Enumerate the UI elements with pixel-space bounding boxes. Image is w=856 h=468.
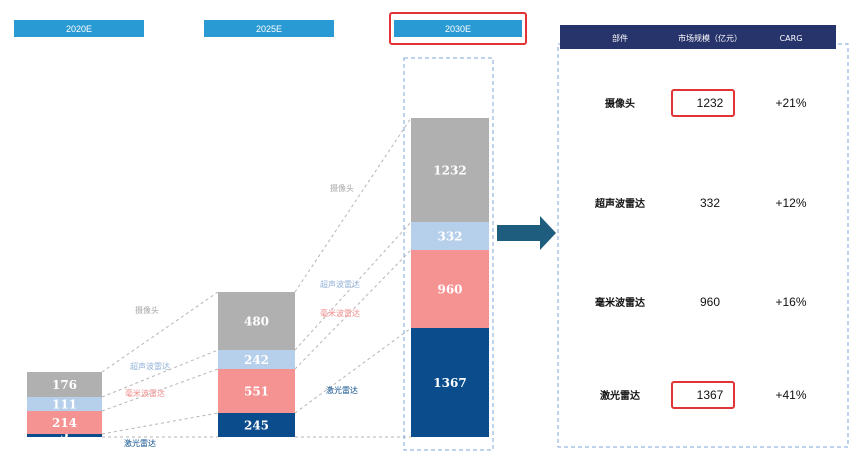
stacked-bars: 521411117624555124248013679603321232 [27, 57, 494, 451]
connector-line [101, 368, 219, 412]
bar-segment-2025E-3 [218, 292, 295, 350]
bar-value-label: 176 [52, 378, 77, 392]
connector-line [294, 249, 412, 370]
bar-value-label: 480 [244, 315, 269, 329]
table-header-cell: 市场规模（亿元） [678, 33, 742, 43]
highlight-box-2030 [389, 12, 527, 45]
component-label: 超声波雷达 [320, 279, 360, 289]
connector-line [294, 327, 412, 414]
connector-line [101, 412, 219, 435]
year-label: 2030E [445, 24, 471, 34]
table-cagr-cell: +16% [775, 295, 806, 309]
bar-value-label: 111 [52, 398, 77, 412]
bar-segment-2025E-1 [218, 369, 295, 413]
bar-value-label: 245 [244, 419, 269, 433]
component-label: 超声波雷达 [130, 361, 170, 371]
component-label: 激光雷达 [326, 385, 358, 395]
year-header-2030E [394, 20, 522, 37]
bar-value-label: 332 [437, 230, 462, 244]
bar-segment-2025E-0 [218, 413, 295, 437]
table-highlight-box [671, 89, 735, 117]
year-label: 2025E [256, 24, 282, 34]
market-size-table: 部件 市场规模（亿元） CARG 摄像头 1232 +21% 超声波雷达 332 +12% 毫米波… [557, 25, 849, 448]
bar-segment-2020E-1 [27, 411, 102, 434]
component-label: 毫米波雷达 [320, 308, 360, 318]
table-size-cell: 332 [700, 196, 720, 210]
table-size-cell: 1367 [697, 388, 724, 402]
table-header-cell: 部件 [612, 33, 628, 43]
connector-lines [101, 117, 412, 438]
year-label: 2020E [66, 24, 92, 34]
bar-segment-2020E-3 [27, 372, 102, 397]
connector-line [294, 221, 412, 351]
component-label: 摄像头 [330, 183, 354, 193]
year-header-2020E [14, 20, 144, 37]
bar-segment-2030E-2 [411, 222, 489, 250]
table-size-cell: 960 [700, 295, 720, 309]
component-label: 毫米波雷达 [125, 388, 165, 398]
bar-value-label: 551 [244, 385, 269, 399]
connector-line [294, 117, 412, 293]
table-size-cell: 1232 [697, 96, 724, 110]
bar-segment-2025E-2 [218, 350, 295, 369]
table-cagr-cell: +21% [775, 96, 806, 110]
bar-value-label: 242 [244, 353, 269, 367]
bar-segment-2020E-2 [27, 397, 102, 411]
bar-segment-2020E-0 [27, 434, 102, 437]
table-highlight-box [671, 381, 735, 409]
bar-value-label: 960 [437, 283, 462, 297]
table-header-bar [560, 25, 836, 49]
bar-value-label: 214 [52, 416, 77, 430]
bar-2030-dashed-outline [403, 57, 494, 451]
table-cagr-cell: +12% [775, 196, 806, 210]
table-part-cell: 摄像头 [605, 97, 635, 110]
table-part-cell: 激光雷达 [600, 389, 640, 402]
arrow-group [497, 216, 556, 250]
table-part-cell: 毫米波雷达 [595, 296, 645, 309]
bar-segment-2030E-3 [411, 118, 489, 222]
bar-segment-2030E-0 [411, 328, 489, 437]
bar-segment-2030E-1 [411, 250, 489, 328]
component-label: 摄像头 [135, 305, 159, 315]
year-header-2025E [204, 20, 334, 37]
bar-value-label: 1367 [433, 376, 466, 390]
connector-line [101, 349, 219, 398]
bar-value-label: 1232 [433, 164, 466, 178]
component-label: 激光雷达 [124, 438, 156, 448]
table-header-cell: CARG [780, 34, 803, 43]
right-arrow-icon [497, 216, 556, 250]
table-part-cell: 超声波雷达 [594, 197, 645, 210]
connector-line [101, 291, 219, 373]
table-cagr-cell: +41% [775, 388, 806, 402]
table-dashed-border [557, 43, 849, 448]
year-headers: 2020E 2025E 2030E [14, 12, 527, 45]
